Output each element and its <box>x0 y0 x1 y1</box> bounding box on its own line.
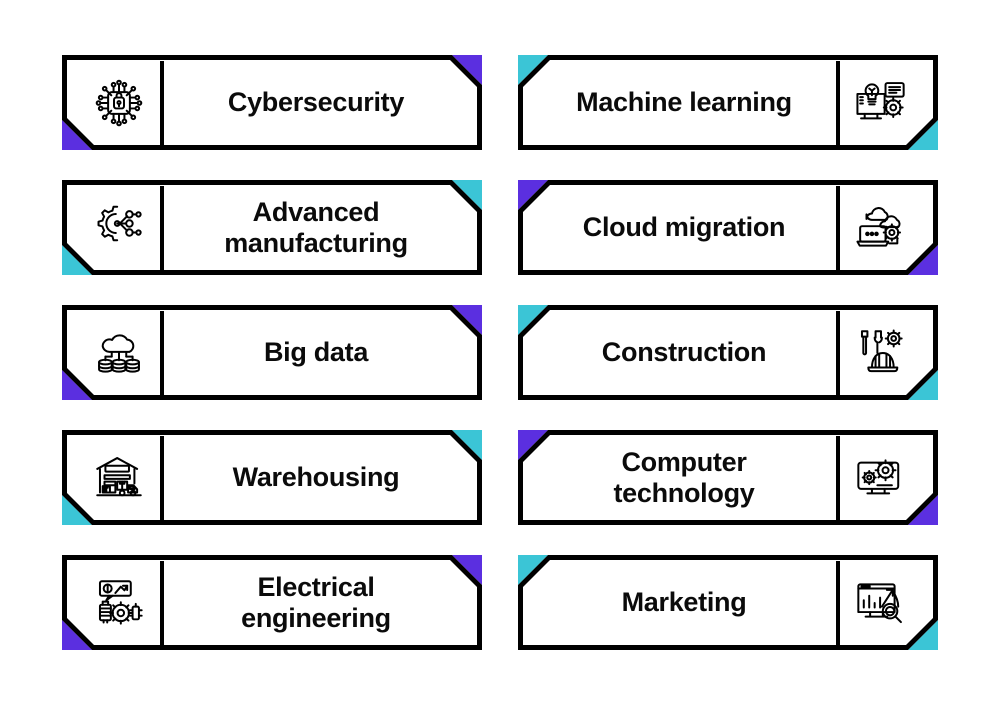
card-surface <box>67 310 477 395</box>
card-content: Cybersecurity <box>62 55 482 150</box>
card-divider <box>836 310 840 395</box>
card-label: Construction <box>601 337 767 368</box>
card-divider <box>836 60 840 145</box>
card-label: Electrical engineering <box>241 572 391 633</box>
category-card-machine-learning[interactable]: Machine learning <box>518 55 938 150</box>
card-label: Cloud migration <box>582 212 786 243</box>
card-label: Computer technology <box>613 447 755 508</box>
category-card-cloud-migration[interactable]: Cloud migration <box>518 180 938 275</box>
cloud-migration-laptop-icon <box>840 180 922 275</box>
card-divider <box>160 185 164 270</box>
big-data-cloud-database-icon <box>78 305 160 400</box>
category-card-electrical-engineering[interactable]: Electrical engineering <box>62 555 482 650</box>
card-content: Machine learning <box>518 55 938 150</box>
card-surface <box>67 560 477 645</box>
machine-learning-brain-monitor-icon <box>840 55 922 150</box>
electrical-engineering-motor-gear-icon <box>78 555 160 650</box>
warehouse-truck-boxes-icon <box>78 430 160 525</box>
construction-helmet-tools-icon <box>840 305 922 400</box>
card-content: Cloud migration <box>518 180 938 275</box>
card-label: Machine learning <box>576 87 792 118</box>
card-label: Warehousing <box>232 462 400 493</box>
card-content: Big data <box>62 305 482 400</box>
category-card-construction[interactable]: Construction <box>518 305 938 400</box>
card-surface <box>523 60 933 145</box>
card-surface <box>67 185 477 270</box>
category-card-warehousing[interactable]: Warehousing <box>62 430 482 525</box>
advanced-manufacturing-gear-network-icon <box>78 180 160 275</box>
card-divider <box>836 435 840 520</box>
card-divider <box>160 60 164 145</box>
card-divider <box>160 310 164 395</box>
card-label: Advanced manufacturing <box>224 197 408 258</box>
marketing-chart-magnifier-icon <box>840 555 922 650</box>
card-content: Computer technology <box>518 430 938 525</box>
card-divider <box>160 560 164 645</box>
card-content: Marketing <box>518 555 938 650</box>
card-divider <box>836 185 840 270</box>
category-card-computer-technology[interactable]: Computer technology <box>518 430 938 525</box>
card-divider <box>160 435 164 520</box>
card-label: Big data <box>263 337 369 368</box>
card-divider <box>836 560 840 645</box>
computer-technology-monitor-gears-icon <box>840 430 922 525</box>
card-content: Advanced manufacturing <box>62 180 482 275</box>
cybersecurity-chip-lock-icon <box>78 55 160 150</box>
card-surface <box>523 185 933 270</box>
card-content: Warehousing <box>62 430 482 525</box>
card-label: Cybersecurity <box>227 87 405 118</box>
card-content: Construction <box>518 305 938 400</box>
card-surface <box>523 310 933 395</box>
category-card-big-data[interactable]: Big data <box>62 305 482 400</box>
card-label: Marketing <box>621 587 747 618</box>
category-card-cybersecurity[interactable]: Cybersecurity <box>62 55 482 150</box>
category-card-advanced-manufacturing[interactable]: Advanced manufacturing <box>62 180 482 275</box>
category-card-marketing[interactable]: Marketing <box>518 555 938 650</box>
card-content: Electrical engineering <box>62 555 482 650</box>
